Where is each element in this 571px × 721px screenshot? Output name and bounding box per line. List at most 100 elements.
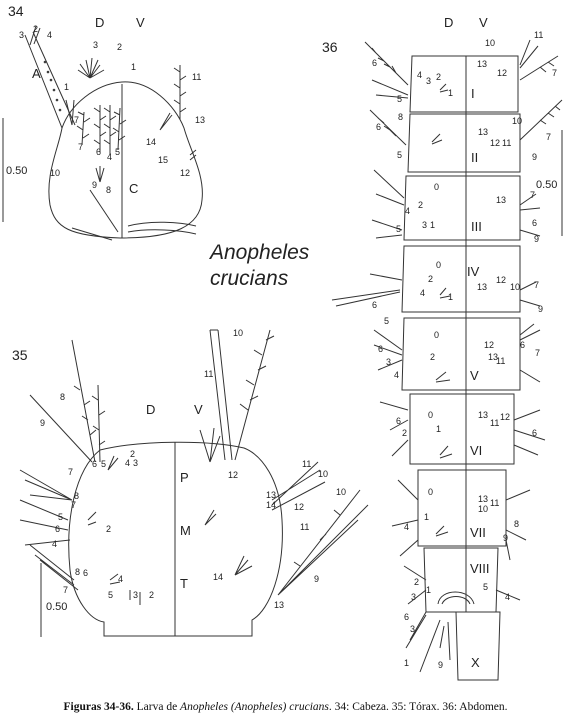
svg-text:2: 2: [33, 24, 38, 34]
svg-text:7: 7: [535, 348, 540, 358]
svg-text:13: 13: [488, 352, 498, 362]
svg-text:0: 0: [428, 410, 433, 420]
svg-text:8: 8: [514, 519, 519, 529]
svg-text:14: 14: [213, 572, 223, 582]
svg-text:13: 13: [477, 59, 487, 69]
thorax-figure: 35 D V P M T 8 9: [12, 328, 369, 637]
svg-text:1: 1: [404, 658, 409, 668]
svg-text:14: 14: [266, 500, 276, 510]
svg-text:13: 13: [496, 195, 506, 205]
svg-text:1: 1: [448, 292, 453, 302]
abdomen-seta-numbers: 6 5 4 3 2 1 10 13 12 11 7 6 8 5 13 12 11…: [372, 30, 557, 670]
svg-text:2: 2: [428, 274, 433, 284]
head-capsule-outline: [48, 81, 203, 239]
fig36-dorsal-label: D: [444, 15, 453, 30]
caption-text-2: . 34: Cabeza. 35: Tórax. 36: Abdomen.: [328, 701, 508, 713]
svg-text:2: 2: [130, 449, 135, 459]
svg-text:3: 3: [386, 357, 391, 367]
svg-text:0: 0: [434, 330, 439, 340]
svg-text:9: 9: [532, 152, 537, 162]
fig34-clypeus-label: C: [129, 181, 138, 196]
svg-text:10: 10: [512, 116, 522, 126]
svg-text:7: 7: [74, 115, 79, 125]
svg-text:6: 6: [372, 300, 377, 310]
svg-text:12: 12: [496, 275, 506, 285]
svg-text:11: 11: [192, 72, 201, 82]
svg-text:4: 4: [505, 592, 510, 602]
species-title-genus: Anopheles: [210, 241, 310, 264]
svg-text:1: 1: [436, 424, 441, 434]
mesothorax-label: M: [180, 523, 191, 538]
svg-text:7: 7: [546, 132, 551, 142]
svg-text:5: 5: [483, 582, 488, 592]
svg-text:6: 6: [520, 340, 525, 350]
svg-text:13: 13: [274, 600, 284, 610]
svg-text:12: 12: [180, 168, 190, 178]
svg-text:9: 9: [534, 234, 539, 244]
abdomen-segment-numerals: I II III IV V VI VII VIII X: [467, 86, 490, 670]
svg-text:0: 0: [428, 487, 433, 497]
svg-text:5: 5: [115, 147, 120, 157]
fig35-dorsal-label: D: [146, 402, 155, 417]
svg-text:2: 2: [436, 72, 441, 82]
svg-text:3: 3: [426, 76, 431, 86]
fig34-ventral-label: V: [136, 15, 145, 30]
svg-text:1: 1: [448, 88, 453, 98]
fig36-ventral-label: V: [479, 15, 488, 30]
svg-text:3: 3: [19, 30, 24, 40]
svg-text:X: X: [471, 655, 480, 670]
svg-text:1: 1: [430, 220, 435, 230]
svg-text:III: III: [471, 219, 482, 234]
svg-text:9: 9: [438, 660, 443, 670]
svg-text:9: 9: [503, 533, 508, 543]
svg-text:1: 1: [424, 512, 429, 522]
svg-text:1: 1: [131, 62, 136, 72]
svg-text:6: 6: [83, 568, 88, 578]
svg-text:8: 8: [75, 567, 80, 577]
svg-text:6: 6: [376, 122, 381, 132]
svg-text:12: 12: [484, 340, 494, 350]
caption-species: Anopheles (Anopheles) crucians: [180, 701, 329, 713]
svg-text:10: 10: [510, 282, 520, 292]
svg-text:8: 8: [74, 491, 79, 501]
svg-text:7: 7: [71, 500, 76, 510]
svg-text:7: 7: [534, 280, 539, 290]
svg-text:8: 8: [106, 185, 111, 195]
svg-text:11: 11: [204, 369, 213, 379]
svg-text:9: 9: [314, 574, 319, 584]
figure-caption: Figuras 34-36. Larva de Anopheles (Anoph…: [0, 701, 571, 713]
svg-text:9: 9: [538, 304, 543, 314]
svg-text:4: 4: [52, 539, 57, 549]
abdomen-segments: [401, 55, 521, 681]
svg-text:6: 6: [55, 524, 60, 534]
fig36-number: 36: [322, 39, 338, 55]
svg-text:6: 6: [96, 147, 101, 157]
svg-text:2: 2: [430, 352, 435, 362]
svg-text:IV: IV: [467, 264, 480, 279]
svg-text:3: 3: [133, 458, 138, 468]
svg-text:10: 10: [485, 38, 495, 48]
svg-text:2: 2: [117, 42, 122, 52]
svg-text:11: 11: [496, 356, 505, 366]
caption-text-1: Larva de: [133, 701, 181, 713]
svg-text:6: 6: [92, 459, 97, 469]
svg-text:10: 10: [478, 504, 488, 514]
svg-text:13: 13: [266, 490, 276, 500]
svg-text:4: 4: [420, 288, 425, 298]
svg-text:4: 4: [118, 574, 123, 584]
svg-text:2: 2: [149, 590, 154, 600]
svg-text:5: 5: [397, 150, 402, 160]
svg-text:3: 3: [411, 592, 416, 602]
svg-text:13: 13: [478, 494, 488, 504]
svg-text:8: 8: [60, 392, 65, 402]
svg-text:5: 5: [101, 459, 106, 469]
svg-text:7: 7: [68, 467, 73, 477]
svg-text:5: 5: [384, 316, 389, 326]
svg-text:3: 3: [133, 590, 138, 600]
svg-text:12: 12: [490, 138, 500, 148]
svg-text:0: 0: [436, 260, 441, 270]
head-figure: 34 D V A C 3 2 4 1: [2, 3, 205, 241]
svg-text:10: 10: [336, 487, 346, 497]
svg-text:12: 12: [228, 470, 238, 480]
svg-text:VIII: VIII: [470, 561, 490, 576]
